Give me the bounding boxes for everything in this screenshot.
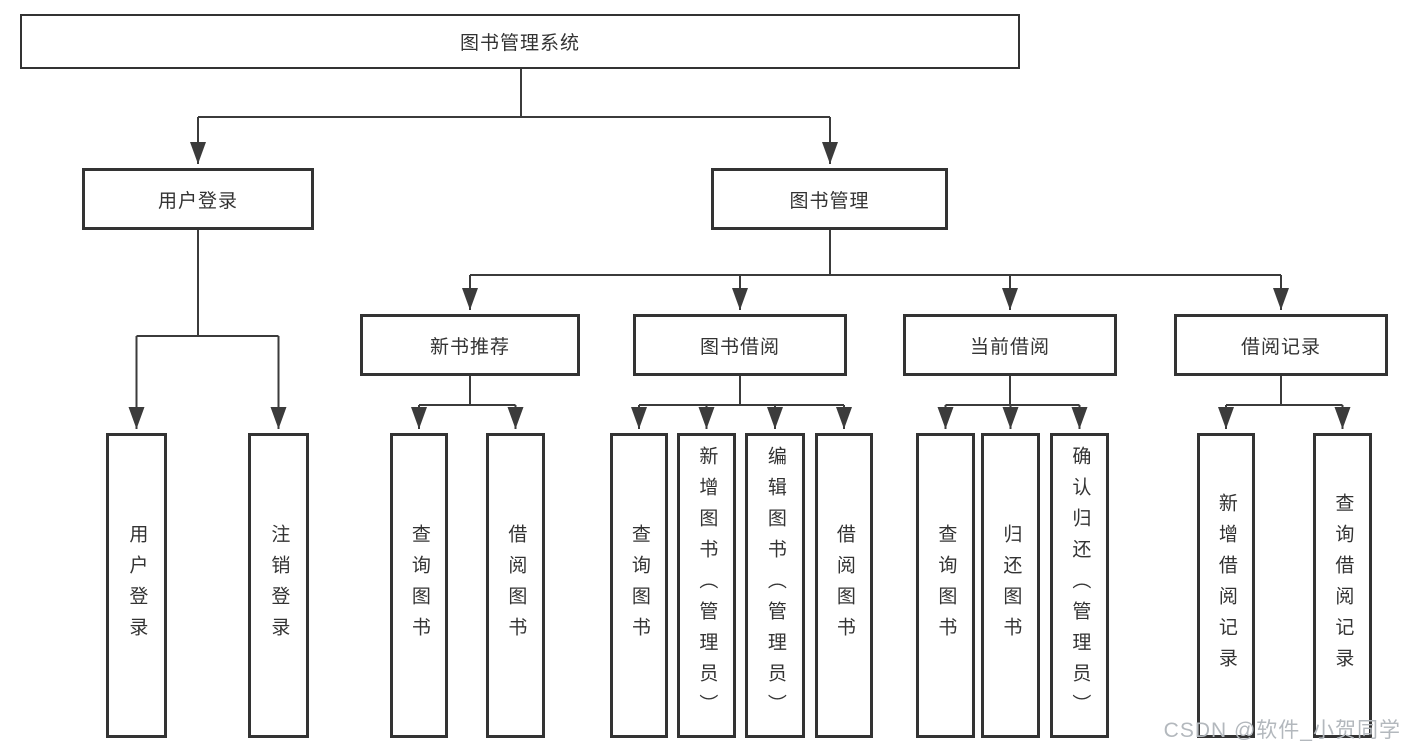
node-library-management-system: 图书管理系统 <box>20 14 1020 69</box>
leaf-query-books-current: 查询图书 <box>916 433 975 738</box>
node-borrowing-records: 借阅记录 <box>1174 314 1388 376</box>
leaf-confirm-return-admin: 确认归还（管理员） <box>1050 433 1109 738</box>
leaf-borrow-books-recommend: 借阅图书 <box>486 433 545 738</box>
node-new-book-recommend: 新书推荐 <box>360 314 580 376</box>
leaf-add-books-admin: 新增图书（管理员） <box>677 433 736 738</box>
node-user-login: 用户登录 <box>82 168 314 230</box>
leaf-query-books-borrowing: 查询图书 <box>610 433 668 738</box>
leaf-user-login: 用户登录 <box>106 433 167 738</box>
leaf-logout: 注销登录 <box>248 433 309 738</box>
leaf-edit-books-admin: 编辑图书（管理员） <box>745 433 805 738</box>
node-book-borrowing: 图书借阅 <box>633 314 847 376</box>
node-current-borrowing: 当前借阅 <box>903 314 1117 376</box>
leaf-add-borrow-record: 新增借阅记录 <box>1197 433 1255 738</box>
leaf-query-borrow-record: 查询借阅记录 <box>1313 433 1372 738</box>
leaf-return-books: 归还图书 <box>981 433 1040 738</box>
leaf-query-books-recommend: 查询图书 <box>390 433 448 738</box>
leaf-borrow-books: 借阅图书 <box>815 433 873 738</box>
node-book-management: 图书管理 <box>711 168 948 230</box>
